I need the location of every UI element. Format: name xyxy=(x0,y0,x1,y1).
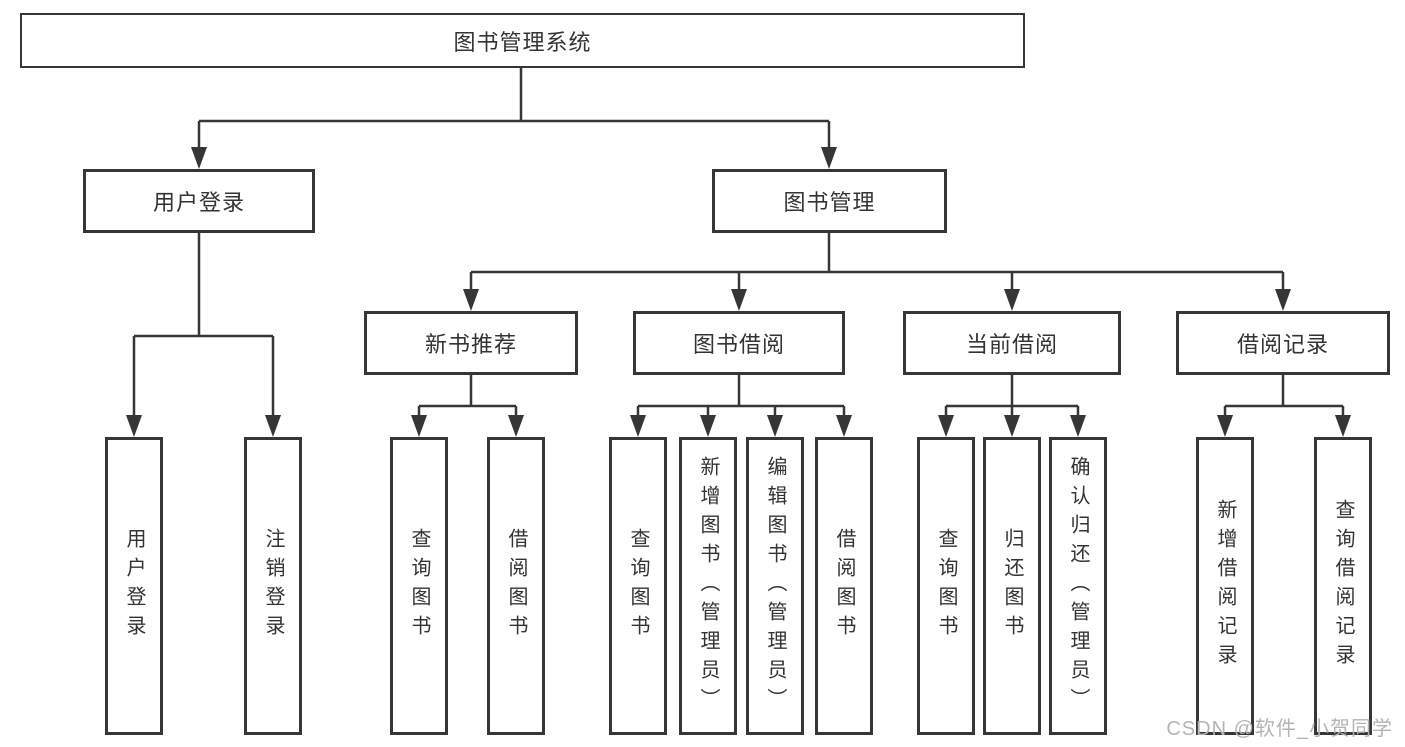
node-label: 新增图书（管理员） xyxy=(697,455,719,717)
node-label: 查询图书 xyxy=(408,528,430,644)
node-leaf-user-login: 用户登录 xyxy=(105,437,163,735)
node-current-borrow: 当前借阅 xyxy=(903,311,1121,375)
node-label: 当前借阅 xyxy=(965,332,1058,357)
node-label: 图书管理系统 xyxy=(453,29,592,55)
node-label: 用户登录 xyxy=(123,528,145,644)
node-label: 新书推荐 xyxy=(424,332,517,357)
node-book-management: 图书管理 xyxy=(712,169,947,233)
node-leaf-borrow-books: 借阅图书 xyxy=(815,437,873,735)
node-leaf-add-book-admin: 新增图书（管理员） xyxy=(679,437,737,735)
node-leaf-query-books-recommend: 查询图书 xyxy=(390,437,448,735)
node-leaf-edit-book-admin: 编辑图书（管理员） xyxy=(746,437,804,735)
node-leaf-return-book: 归还图书 xyxy=(983,437,1041,735)
node-label: 编辑图书（管理员） xyxy=(764,455,786,717)
node-user-login: 用户登录 xyxy=(83,169,315,233)
node-leaf-confirm-return-admin: 确认归还（管理员） xyxy=(1049,437,1107,735)
node-label: 借阅记录 xyxy=(1236,332,1329,357)
node-label: 确认归还（管理员） xyxy=(1067,455,1089,717)
node-label: 新增借阅记录 xyxy=(1214,499,1236,673)
node-leaf-query-books-current: 查询图书 xyxy=(917,437,975,735)
node-borrow-records: 借阅记录 xyxy=(1176,311,1390,375)
node-label: 借阅图书 xyxy=(505,528,527,644)
node-book-borrow: 图书借阅 xyxy=(633,311,845,375)
node-label: 注销登录 xyxy=(262,528,284,644)
node-leaf-query-books-borrow: 查询图书 xyxy=(609,437,667,735)
node-library-system: 图书管理系统 xyxy=(20,13,1025,68)
node-label: 查询图书 xyxy=(627,528,649,644)
node-leaf-add-borrow-record: 新增借阅记录 xyxy=(1196,437,1254,735)
node-new-book-recommend: 新书推荐 xyxy=(364,311,578,375)
node-label: 图书管理 xyxy=(783,190,876,215)
node-leaf-borrow-books-recommend: 借阅图书 xyxy=(487,437,545,735)
watermark: CSDN @软件_小贺同学 xyxy=(1166,718,1393,740)
node-leaf-query-borrow-record: 查询借阅记录 xyxy=(1314,437,1372,735)
node-label: 用户登录 xyxy=(152,190,245,215)
node-label: 查询借阅记录 xyxy=(1332,499,1354,673)
node-label: 借阅图书 xyxy=(833,528,855,644)
node-label: 查询图书 xyxy=(935,528,957,644)
node-label: 图书借阅 xyxy=(692,332,785,357)
node-label: 归还图书 xyxy=(1001,528,1023,644)
node-leaf-logout: 注销登录 xyxy=(244,437,302,735)
